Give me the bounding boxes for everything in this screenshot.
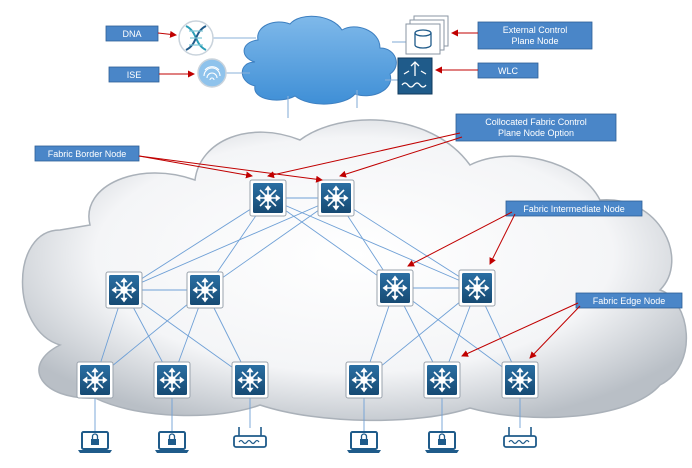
access-point-icon	[233, 426, 267, 448]
edge-node-2	[153, 361, 191, 399]
fingerprint-icon	[197, 58, 227, 88]
edge-node-3	[231, 361, 269, 399]
external-links	[212, 37, 408, 118]
border-node-label: Fabric Border Node	[34, 145, 140, 162]
svg-text:WLC: WLC	[498, 66, 519, 76]
ise-label: ISE	[108, 66, 160, 83]
intermediate-node-label: Fabric Intermediate Node	[505, 200, 643, 217]
svg-text:Collocated Fabric Control: Collocated Fabric Control	[485, 117, 587, 127]
edge-node-1	[76, 361, 114, 399]
border-node-2	[317, 179, 355, 217]
intermediate-node-4	[458, 269, 496, 307]
svg-text:Plane Node: Plane Node	[511, 36, 558, 46]
laptop-lock-icon	[154, 431, 190, 454]
external-control-plane-label: External Control Plane Node	[477, 21, 593, 50]
border-node-1	[249, 179, 287, 217]
collocated-control-plane-label: Collocated Fabric Control Plane Node Opt…	[455, 113, 617, 142]
intermediate-node-2	[186, 271, 224, 309]
external-cloud	[241, 15, 397, 105]
svg-text:External Control: External Control	[503, 25, 568, 35]
svg-text:Fabric Edge Node: Fabric Edge Node	[593, 296, 666, 306]
database-stack-icon	[405, 15, 449, 55]
svg-text:DNA: DNA	[122, 29, 141, 39]
svg-text:ISE: ISE	[127, 70, 142, 80]
pointer-arrows	[138, 29, 581, 359]
svg-text:Fabric Border Node: Fabric Border Node	[48, 149, 127, 159]
edge-node-label: Fabric Edge Node	[575, 292, 683, 309]
svg-text:Plane Node Option: Plane Node Option	[498, 128, 574, 138]
wlc-label: WLC	[477, 62, 539, 79]
laptop-lock-icon	[77, 431, 113, 454]
edge-node-6	[501, 361, 539, 399]
intermediate-node-3	[376, 269, 414, 307]
svg-text:Fabric Intermediate Node: Fabric Intermediate Node	[523, 204, 625, 214]
edge-node-5	[423, 361, 461, 399]
intermediate-node-1	[105, 271, 143, 309]
wireless-controller-icon	[397, 57, 433, 95]
dna-label: DNA	[105, 25, 159, 42]
dna-helix-icon	[178, 20, 214, 56]
laptop-lock-icon	[424, 431, 460, 454]
laptop-lock-icon	[346, 431, 382, 454]
edge-node-4	[345, 361, 383, 399]
access-point-icon	[503, 426, 537, 448]
